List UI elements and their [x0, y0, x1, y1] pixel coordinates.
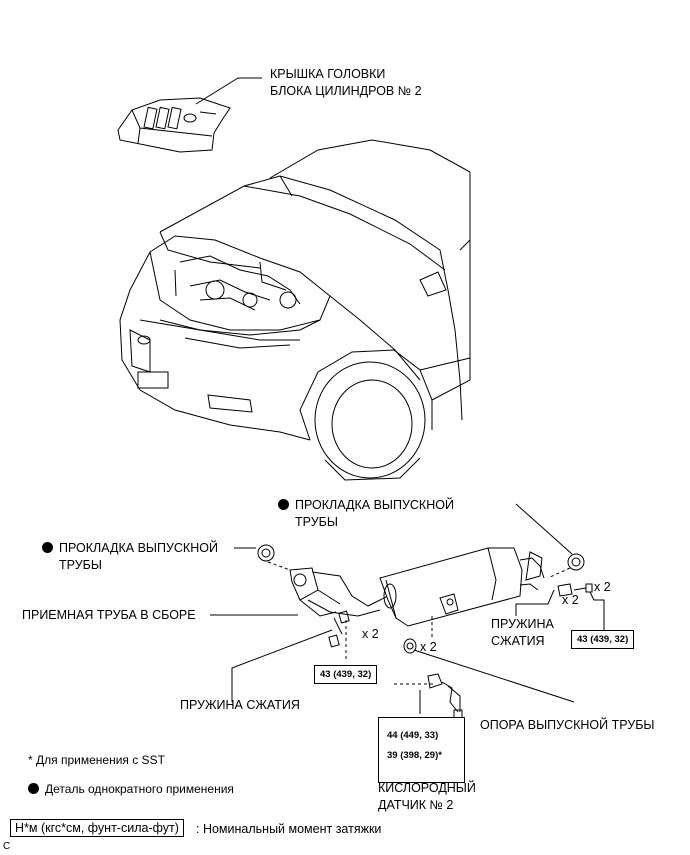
torque-sensor-line2: 39 (398, 29)* — [387, 750, 442, 761]
gasket-left-label: ПРОКЛАДКА ВЫПУСКНОЙ — [42, 540, 218, 557]
single-use-dot-icon — [28, 783, 39, 794]
corner-code: C — [3, 841, 11, 852]
single-use-legend-text: Деталь однократного применения — [45, 782, 234, 796]
spring-bottom-label: ПРУЖИНА СЖАТИЯ — [180, 698, 300, 712]
multiplier-right-a: x 2 — [594, 580, 611, 594]
single-use-legend: Деталь однократного применения — [28, 781, 234, 798]
gasket-left-label-line1: ПРОКЛАДКА ВЫПУСКНОЙ — [59, 541, 218, 555]
gasket-right-label-line2: ТРУБЫ — [295, 515, 338, 529]
spring-right-label-line2: СЖАТИЯ — [491, 634, 545, 648]
sst-note: * Для применения с SST — [28, 753, 165, 767]
torque-box-pipe: 43 (439, 32) — [314, 665, 378, 684]
torque-box-right: 43 (439, 32) — [571, 630, 635, 649]
spring-right-label-line1: ПРУЖИНА — [491, 617, 554, 631]
torque-box-sensor: 44 (449, 33) 39 (398, 29)* — [378, 717, 465, 783]
unit-legend-desc: : Номинальный момент затяжки — [196, 822, 382, 836]
multiplier-support-2: x 2 — [420, 640, 437, 654]
torque-sensor-line1: 44 (449, 33) — [387, 730, 439, 741]
gasket-left-label-line2: ТРУБЫ — [59, 558, 102, 572]
unit-legend-box: Н*м (кгс*см, фунт-сила-фут) — [10, 819, 184, 837]
single-use-dot-icon — [278, 499, 289, 510]
car-drawing — [119, 139, 471, 481]
cover-label-line1: КРЫШКА ГОЛОВКИ — [270, 67, 386, 81]
gasket-right-label-line1: ПРОКЛАДКА ВЫПУСКНОЙ — [295, 498, 454, 512]
multiplier-right-b: x 2 — [562, 593, 579, 607]
exhaust-drawing — [210, 503, 605, 719]
single-use-dot-icon — [42, 542, 53, 553]
exhaust-support-label: ОПОРА ВЫПУСКНОЙ ТРУБЫ — [480, 718, 655, 732]
cover-label-line2: БЛОКА ЦИЛИНДРОВ № 2 — [270, 84, 422, 98]
front-pipe-label: ПРИЕМНАЯ ТРУБА В СБОРЕ — [22, 608, 196, 622]
multiplier-pipe: x 2 — [362, 627, 379, 641]
o2-sensor-label-line2: ДАТЧИК № 2 — [378, 798, 454, 812]
o2-sensor-label-line1: КИСЛОРОДНЫЙ — [378, 781, 476, 795]
engine-cover-drawing — [117, 77, 262, 153]
gasket-right-label: ПРОКЛАДКА ВЫПУСКНОЙ — [278, 497, 454, 514]
